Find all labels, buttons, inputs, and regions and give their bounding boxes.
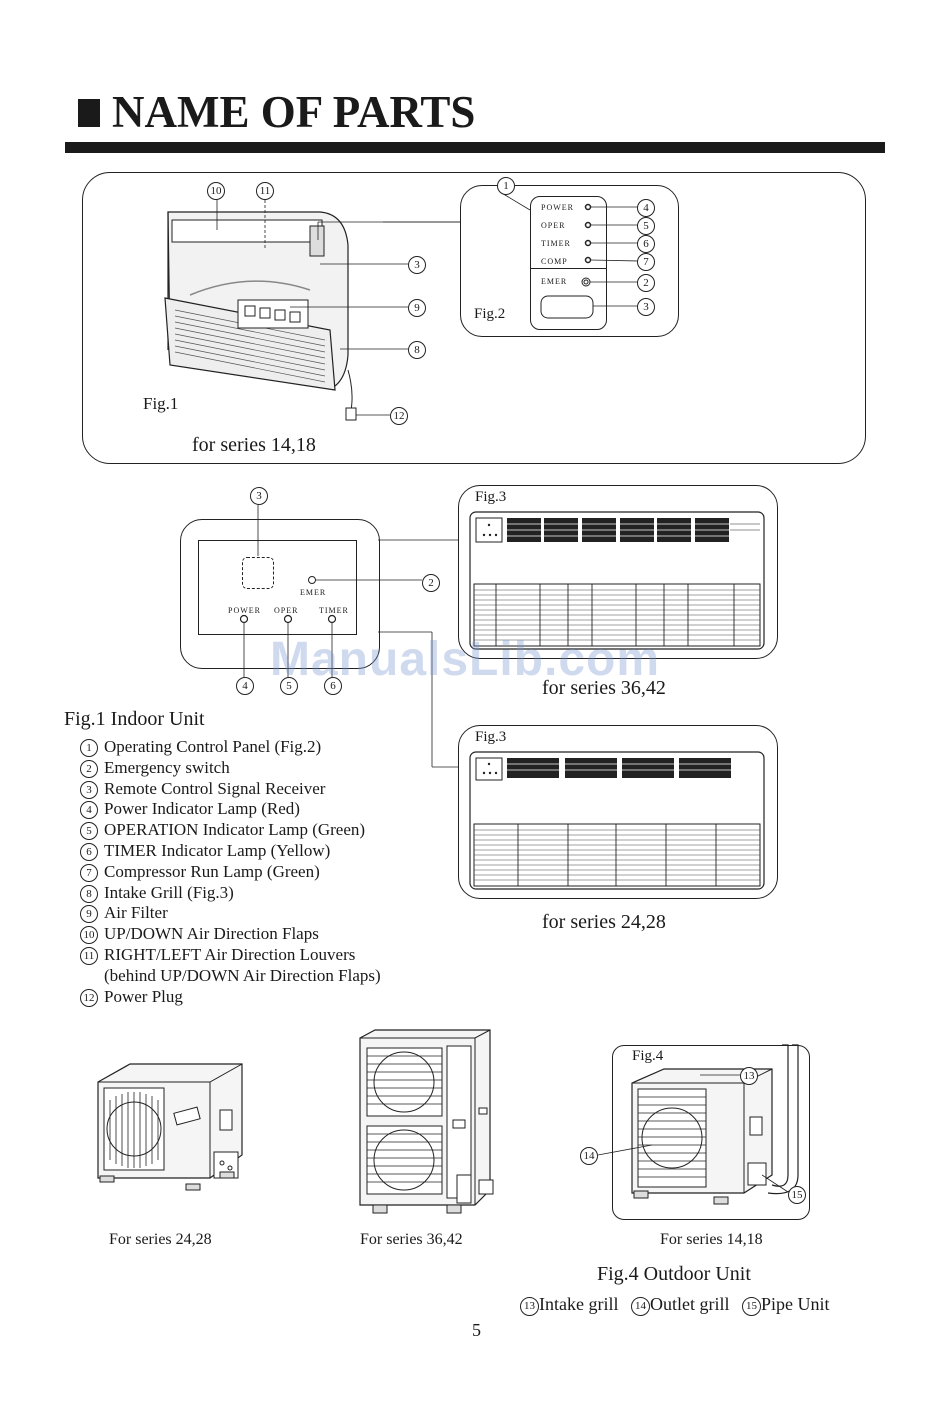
fig2-emer-label: EMER (541, 277, 568, 286)
list-item-continuation: (behind UP/DOWN Air Direction Flaps) (104, 965, 381, 985)
indoor-unit-heading: Fig.1 Indoor Unit (64, 708, 205, 730)
mid-timer-label: TIMER (319, 606, 349, 615)
watermark: ManualsLib.com (270, 633, 661, 686)
mid-callout-4: 4 (236, 677, 254, 695)
receiver-window (242, 557, 274, 589)
mid-callout-3: 3 (250, 487, 268, 505)
page-title: NAME OF PARTS (112, 87, 476, 137)
callout-3b: 3 (637, 298, 655, 316)
fig2-frame (460, 185, 679, 337)
title-rule (65, 142, 885, 153)
callout-2: 2 (637, 274, 655, 292)
fig3-label-a: Fig.3 (475, 489, 507, 505)
fig2-power-label: POWER (541, 203, 574, 212)
unit-front-24-28 (469, 751, 765, 890)
fig2-timer-label: TIMER (541, 239, 571, 248)
mid-callout-2: 2 (422, 574, 440, 592)
page-number: 5 (472, 1320, 481, 1340)
outdoor-unit-heading: Fig.4 Outdoor Unit (597, 1263, 751, 1285)
fig1-label: Fig.1 (143, 394, 179, 413)
fig2-divider (530, 268, 606, 269)
mid-emer-label: EMER (300, 588, 327, 597)
outdoor-unit-24-28 (97, 1063, 243, 1191)
fig2-panel (530, 196, 607, 330)
callout-3: 3 (408, 256, 426, 274)
callout-12: 12 (390, 407, 408, 425)
callout-15: 15 (788, 1186, 806, 1204)
mid-panel-frame (180, 519, 380, 669)
callout-10: 10 (207, 182, 225, 200)
fig2-label: Fig.2 (474, 306, 506, 322)
callout-7: 7 (637, 253, 655, 271)
mid-panel-inner (198, 540, 357, 635)
mid-callout-5: 5 (280, 677, 298, 695)
fig3-frame-36-42 (458, 485, 778, 659)
title-marker (78, 99, 100, 127)
callout-8: 8 (408, 341, 426, 359)
fig4-frame (612, 1045, 810, 1220)
outdoor-unit-14-18 (597, 1044, 799, 1205)
callout-11: 11 (256, 182, 274, 200)
caption-outdoor-24-28: For series 24,28 (109, 1231, 212, 1248)
callout-6: 6 (637, 235, 655, 253)
mid-oper-label: OPER (274, 606, 299, 615)
mid-panel-leaders (239, 503, 458, 768)
caption-24-28: for series 24,28 (542, 911, 666, 933)
caption-outdoor-14-18: For series 14,18 (660, 1231, 763, 1248)
caption-36-42: for series 36,42 (542, 677, 666, 699)
callout-13: 13 (740, 1067, 758, 1085)
fig2-leaders (383, 191, 639, 319)
fig3-label-b: Fig.3 (475, 729, 507, 745)
unit-front-36-42 (469, 511, 765, 650)
mid-callout-6: 6 (324, 677, 342, 695)
callout-1: 1 (497, 177, 515, 195)
callout-5: 5 (637, 217, 655, 235)
caption-outdoor-36-42: For series 36,42 (360, 1231, 463, 1248)
fig4-label: Fig.4 (632, 1048, 664, 1064)
callout-4: 4 (637, 199, 655, 217)
callout-14: 14 (580, 1147, 598, 1165)
fig2-comp-label: COMP (541, 257, 568, 266)
fig1-frame (82, 172, 866, 464)
outdoor-unit-36-42 (359, 1029, 494, 1214)
fig3-frame-24-28 (458, 725, 778, 899)
fig2-oper-label: OPER (541, 221, 566, 230)
series-caption-14-18: for series 14,18 (192, 434, 316, 456)
indoor-unit-drawing (164, 200, 460, 421)
callout-9: 9 (408, 299, 426, 317)
mid-power-label: POWER (228, 606, 261, 615)
